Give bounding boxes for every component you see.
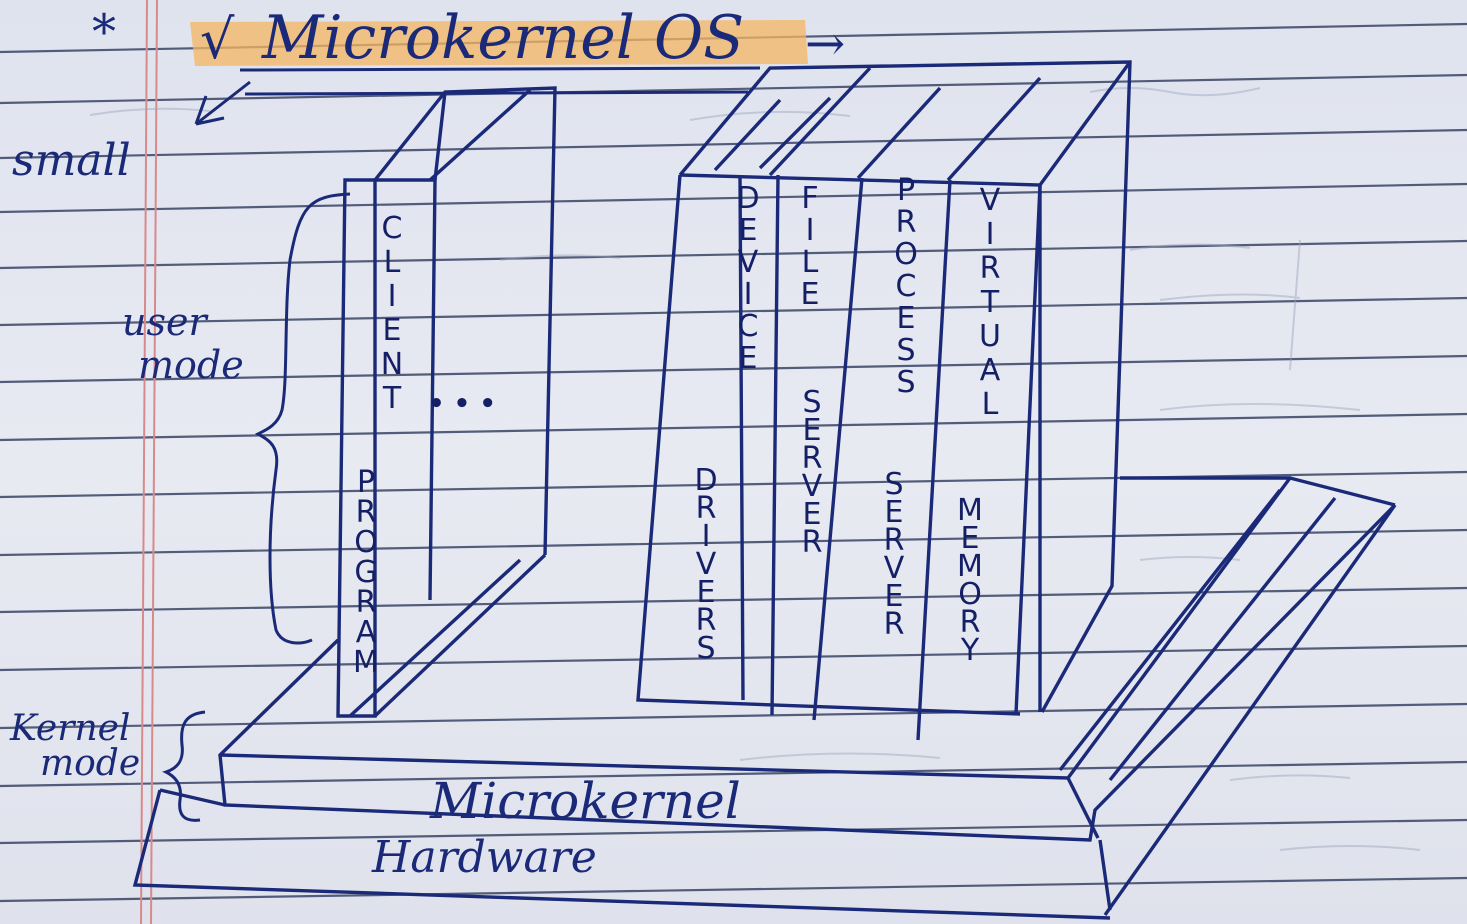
ruled-lines <box>0 22 1467 903</box>
note-small: small <box>12 135 131 186</box>
note-kernel: Kernel <box>9 708 130 749</box>
title-star: * <box>92 4 116 60</box>
title-highlight <box>190 20 808 66</box>
kernel-mode-brace <box>162 710 206 822</box>
layer-microkernel: Microkernel <box>429 772 741 830</box>
client-ellipsis: • • • <box>428 389 496 419</box>
note-kernel-mode: mode <box>40 743 140 784</box>
note-user: user <box>122 300 209 344</box>
server-stack <box>636 60 1132 741</box>
title-arrow: → <box>805 16 845 72</box>
client-program-panel <box>336 86 557 718</box>
user-mode-brace <box>254 192 351 645</box>
title-underline <box>239 66 761 96</box>
note-mode: mode <box>138 343 244 387</box>
note-arrow <box>194 80 251 126</box>
page-title: Microkernel OS <box>261 3 744 73</box>
title-tick: √ <box>200 8 235 71</box>
layer-hardware: Hardware <box>371 832 597 883</box>
layer-slabs <box>132 476 1397 920</box>
margin-lines <box>140 0 158 924</box>
